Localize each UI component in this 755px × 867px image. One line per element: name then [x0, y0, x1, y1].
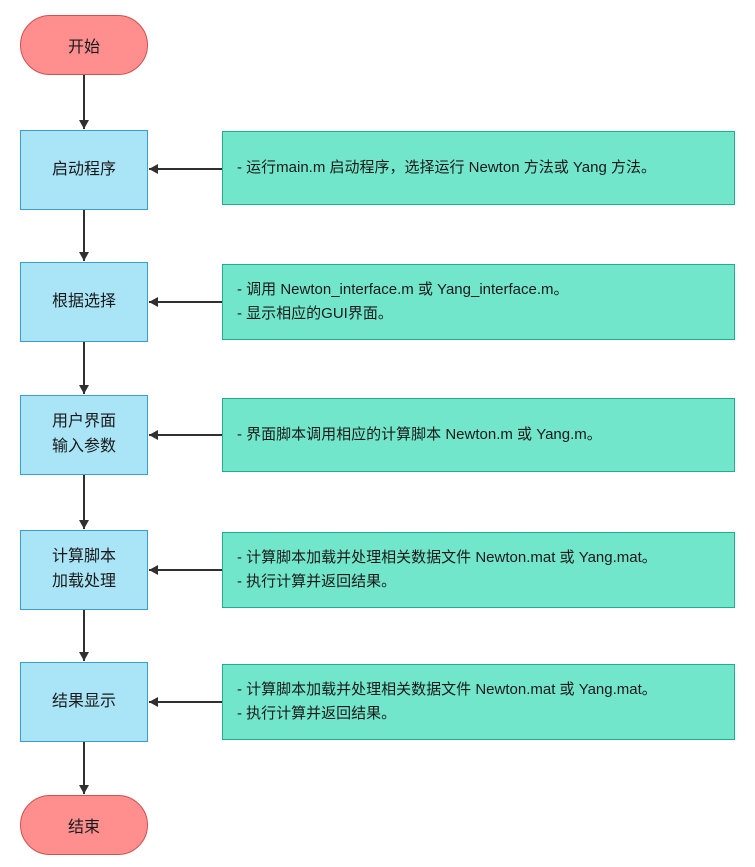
arrow-left-note5-to-step5: [149, 701, 222, 703]
note-line: - 显示相应的GUI界面。: [237, 305, 393, 322]
arrow-down-step4-to-step5: [83, 610, 85, 661]
note-line: - 计算脚本加载并处理相关数据文件 Newton.mat 或 Yang.mat。: [237, 681, 657, 698]
arrow-down-start-to-step1: [83, 75, 85, 129]
note-line: - 调用 Newton_interface.m 或 Yang_interface…: [237, 281, 569, 298]
note-line: - 计算脚本加载并处理相关数据文件 Newton.mat 或 Yang.mat。: [237, 549, 657, 566]
note-step-select: - 调用 Newton_interface.m 或 Yang_interface…: [222, 264, 735, 340]
arrow-left-note2-to-step2: [149, 301, 222, 303]
process-step-result: 结果显示: [20, 662, 148, 742]
process-label: 结果显示: [51, 692, 116, 710]
note-step-launch: - 运行main.m 启动程序，选择运行 Newton 方法或 Yang 方法。: [222, 131, 735, 205]
process-step-compute: 计算脚本 加载处理: [20, 530, 148, 610]
process-step-launch: 启动程序: [20, 130, 148, 210]
process-step-select: 根据选择: [20, 262, 148, 342]
end-label: 结束: [67, 819, 100, 836]
note-line: - 界面脚本调用相应的计算脚本 Newton.m 或 Yang.m。: [237, 426, 602, 443]
note-step-compute: - 计算脚本加载并处理相关数据文件 Newton.mat 或 Yang.mat。…: [222, 532, 735, 608]
arrow-left-note4-to-step4: [149, 569, 222, 571]
note-step-ui-input: - 界面脚本调用相应的计算脚本 Newton.m 或 Yang.m。: [222, 398, 735, 472]
process-label: 根据选择: [51, 292, 116, 310]
arrow-down-step2-to-step3: [83, 342, 85, 394]
process-label: 启动程序: [51, 160, 116, 178]
arrow-left-note1-to-step1: [149, 168, 222, 170]
arrow-down-step5-to-end: [83, 742, 85, 794]
note-step-result: - 计算脚本加载并处理相关数据文件 Newton.mat 或 Yang.mat。…: [222, 664, 735, 740]
process-label: 用户界面 输入参数: [51, 413, 116, 455]
note-line: - 运行main.m 启动程序，选择运行 Newton 方法或 Yang 方法。: [237, 159, 656, 176]
end-terminal: 结束: [20, 795, 148, 855]
arrow-down-step1-to-step2: [83, 210, 85, 261]
start-label: 开始: [67, 39, 100, 56]
process-step-ui-input: 用户界面 输入参数: [20, 395, 148, 475]
arrow-down-step3-to-step4: [83, 475, 85, 529]
note-line: - 执行计算并返回结果。: [237, 573, 397, 590]
note-line: - 执行计算并返回结果。: [237, 705, 397, 722]
process-label: 计算脚本 加载处理: [51, 548, 116, 590]
start-terminal: 开始: [20, 15, 148, 75]
arrow-left-note3-to-step3: [149, 434, 222, 436]
